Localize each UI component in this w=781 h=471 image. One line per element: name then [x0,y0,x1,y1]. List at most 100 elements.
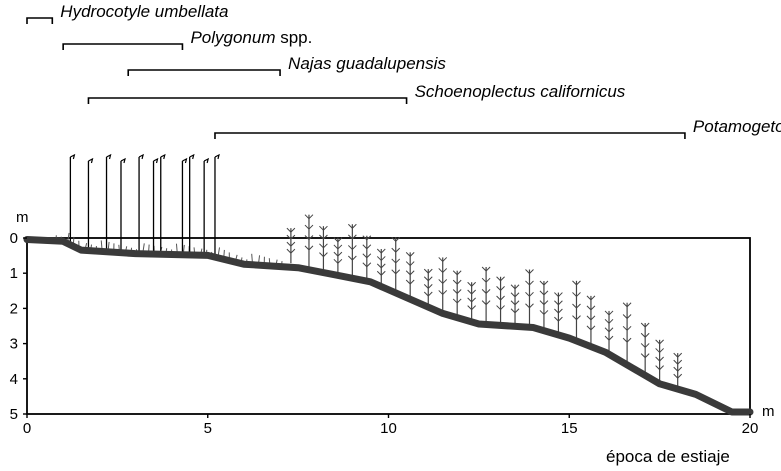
y-tick-label: 0 [10,230,18,247]
plant-leaf [496,286,505,291]
stem-tip [189,153,195,160]
plant-leaf [452,270,462,276]
plant-leaf [525,269,534,274]
stem-tip [88,157,94,164]
plant-leaf [423,276,433,282]
plant-leaf [333,244,343,250]
submerged-plant [391,236,401,292]
plant-leaf [525,303,534,309]
plant-leaf [655,356,664,362]
plant-leaf [286,234,296,240]
submerged-plant [539,280,549,331]
submerged-plant [304,214,314,267]
plant-leaf [286,227,296,233]
plant-leaf [304,245,314,251]
plant-leaf [673,359,683,365]
plant-leaf [496,305,505,310]
stem-tip [203,157,210,164]
plant-leaf [347,245,357,250]
plant-leaf [539,290,549,296]
x-tick-label: 5 [204,420,212,437]
plant-leaf [405,252,415,257]
plant-leaf [673,352,683,358]
submerged-plant [376,248,386,287]
plant-leaf [438,268,448,273]
plant-leaf [423,284,433,289]
plant-leaf [496,295,505,301]
stem-tip [70,153,76,160]
plant-leaf [376,270,386,276]
species-label: Najas guadalupensis [288,54,446,73]
emergent-stem [152,157,159,255]
plant-leaf [510,300,520,306]
plant-leaf [304,214,314,220]
species-label: Hydrocotyle umbellata [60,2,228,21]
emergent-stem [87,157,94,251]
plant-leaf [319,252,328,257]
species-name: Najas guadalupensis [288,54,446,73]
plant-leaf [640,332,650,338]
range-bar [26,17,54,24]
plant-leaf [333,251,343,257]
plant-leaf [586,315,596,321]
plant-leaf [554,300,563,306]
submerged-plant [423,268,433,308]
y-tick-label: 3 [10,336,18,353]
plant-leaf [622,302,632,308]
plant-leaf [405,279,415,285]
species-name: Hydrocotyle umbellata [60,2,228,21]
plant-leaf [604,318,614,324]
plant-leaf [510,284,520,290]
stem-tip [153,157,159,164]
plant-leaf [452,298,462,304]
plant-leaf [655,348,664,353]
plant-leaf [539,300,549,305]
plant-leaf [319,225,328,231]
species-label: Polygonum spp. [190,28,312,47]
plant-leaf [481,289,491,294]
emergent-stem [214,153,220,258]
plant-leaf [510,308,520,314]
y-tick-label: 5 [10,406,18,423]
plant-leaf [572,280,581,286]
submerged-plant [622,302,632,362]
plant-leaf [319,234,328,240]
range-bar [87,97,408,104]
plant-leaf [405,261,415,266]
x-tick-label: 10 [380,420,397,437]
plant-leaf [319,243,328,249]
plant-leaf [286,248,296,254]
submerged-plant [496,276,505,325]
plant-leaf [467,305,476,310]
species-range-3: Najas guadalupensis [127,54,446,76]
emergent-stem [105,153,112,252]
stem-tip [106,153,112,160]
plant-leaf [586,325,596,331]
plant-leaf [622,314,632,319]
plant-leaf [572,315,581,320]
plant-leaf [481,300,491,305]
emergent-stem [203,157,210,256]
plant-leaf [333,258,343,264]
plant-leaf [481,266,491,272]
submerged-plant [362,235,372,281]
species-label: Schoenoplectus californicus [415,82,626,101]
distance-axis-unit: m [762,403,775,420]
plant-leaf [286,241,296,247]
range-bar [127,69,281,76]
species-range-5: Potamogeton illinoensis [214,117,781,139]
plant-leaf [622,337,632,343]
plant-leaf [362,262,372,268]
plant-leaf [604,327,614,333]
submerged-plant [319,225,328,271]
submerged-plant [655,339,664,383]
plant-leaf [391,258,401,264]
season-caption: época de estiaje [606,447,730,466]
submerged-plant [572,280,581,339]
submerged-plant [481,266,491,323]
stem-tip [138,153,144,160]
plant-leaf [347,255,357,261]
stem-tip [182,157,188,164]
